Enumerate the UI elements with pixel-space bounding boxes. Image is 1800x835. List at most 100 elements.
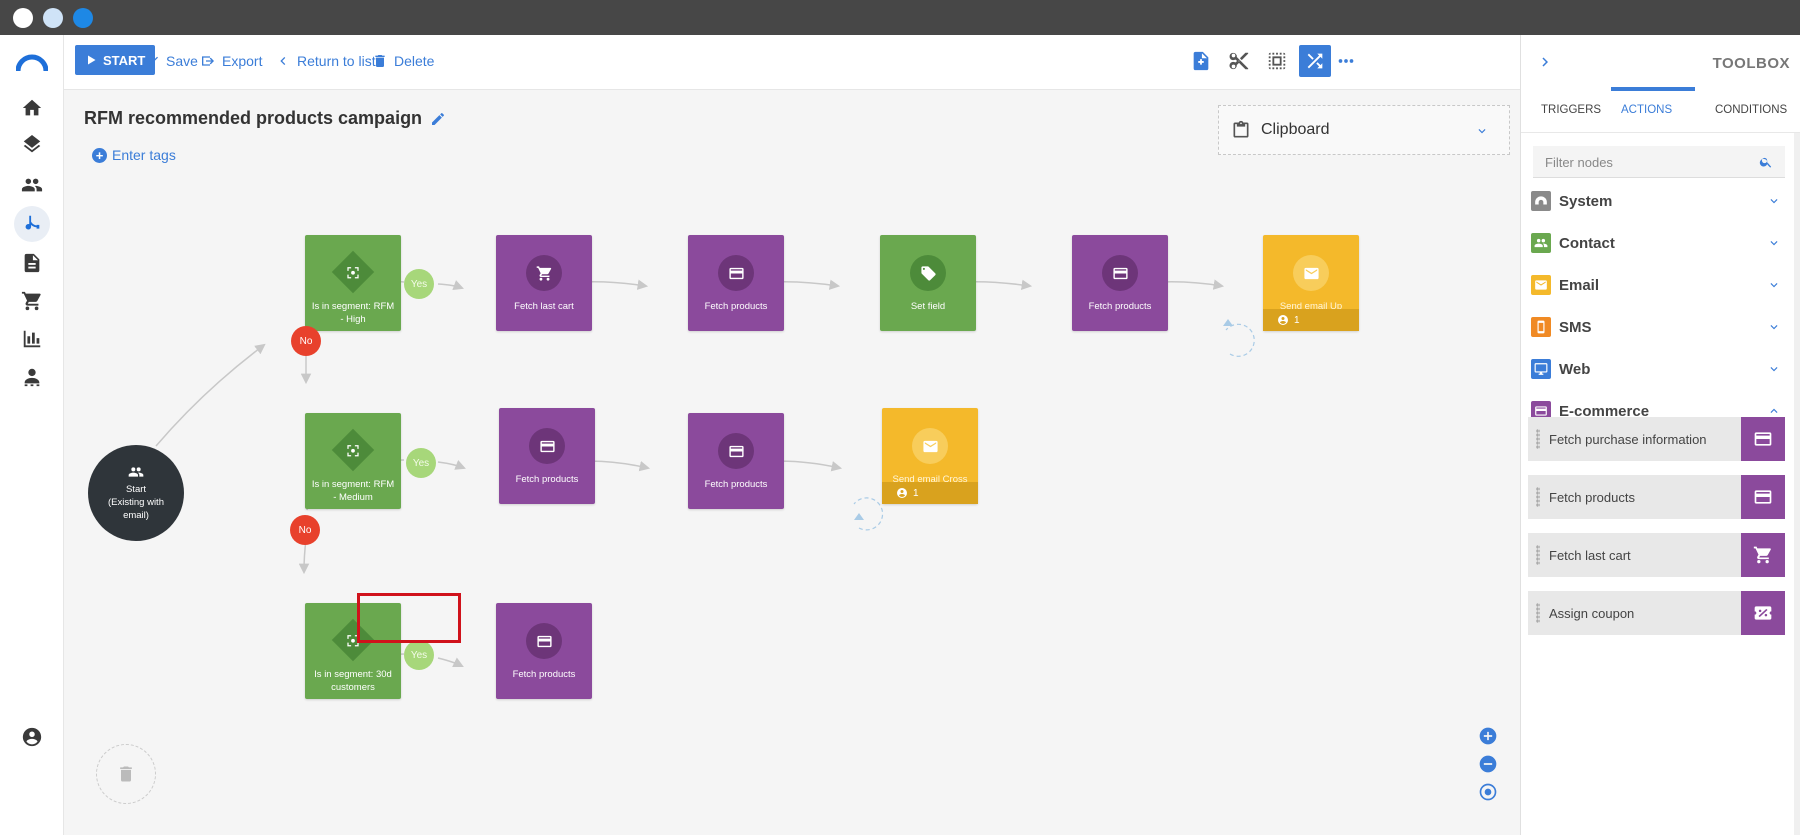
tab-triggers[interactable]: TRIGGERS — [1541, 104, 1602, 116]
contact-count: 1 — [882, 482, 978, 504]
toolbox-title: TOOLBOX — [1712, 55, 1790, 72]
chevron-down-icon — [1767, 278, 1781, 292]
export-icon — [202, 56, 214, 66]
action-node-send-email-upsell[interactable]: Send email Up Selling 1 — [1263, 235, 1359, 331]
system-icon — [1531, 191, 1551, 211]
action-node-fetch-products[interactable]: Fetch products — [499, 408, 595, 504]
window-minimize-dot[interactable] — [43, 8, 63, 28]
zoom-out-icon[interactable] — [1477, 753, 1499, 775]
layers-icon[interactable] — [14, 128, 50, 164]
workflow-canvas[interactable]: RFM recommended products campaign + Ente… — [64, 90, 1520, 835]
yes-branch-badge[interactable]: Yes — [404, 640, 434, 670]
chevron-down-icon — [1767, 320, 1781, 334]
enter-tags-link[interactable]: + Enter tags — [92, 147, 176, 163]
chevron-left-icon — [280, 57, 286, 65]
start-button[interactable]: START — [75, 45, 156, 75]
trash-icon — [120, 766, 132, 782]
toolbox-scrollbar[interactable] — [1794, 133, 1800, 835]
window-maximize-dot[interactable] — [73, 8, 93, 28]
action-node-fetch-products[interactable]: Fetch products — [1072, 235, 1168, 331]
auto-layout-icon[interactable] — [1299, 45, 1331, 77]
start-node[interactable]: Start (Existing with email) — [88, 445, 184, 541]
cart-icon — [1741, 533, 1785, 577]
home-icon[interactable] — [14, 90, 50, 126]
connection-lines — [155, 279, 1255, 667]
action-node-set-field[interactable]: Set field — [880, 235, 976, 331]
toolbox-tabs: TRIGGERS ACTIONS CONDITIONS — [1521, 87, 1800, 133]
workflow-icon[interactable] — [14, 206, 50, 242]
chevron-up-icon — [1767, 404, 1781, 418]
chevron-down-icon — [1767, 362, 1781, 376]
chevron-down-icon — [1767, 194, 1781, 208]
yes-branch-badge[interactable]: Yes — [404, 269, 434, 299]
window-close-dot[interactable] — [13, 8, 33, 28]
admin-icon[interactable] — [14, 359, 50, 395]
trash-drop-zone[interactable] — [96, 744, 156, 804]
mail-icon — [1293, 255, 1329, 291]
drag-handle-icon[interactable] — [1536, 429, 1540, 449]
action-node-send-email-cross-selling[interactable]: Send email Cross Selling 1 — [882, 408, 978, 504]
toolbox-item-fetch-products[interactable]: Fetch products — [1528, 475, 1785, 519]
action-node-fetch-products[interactable]: Fetch products — [688, 413, 784, 509]
clipboard-dropdown[interactable]: Clipboard — [1218, 105, 1510, 155]
campaign-title: RFM recommended products campaign — [84, 108, 446, 129]
editor-toolbar: START Save Export Return to list Delete — [64, 35, 1520, 90]
toolbox-item-fetch-purchase-information[interactable]: Fetch purchase information — [1528, 417, 1785, 461]
action-node-fetch-products[interactable]: Fetch products — [688, 235, 784, 331]
app-logo-icon[interactable] — [16, 53, 48, 73]
document-icon[interactable] — [14, 245, 50, 281]
return-to-list-button[interactable]: Return to list — [275, 45, 376, 77]
category-contact[interactable]: Contact — [1531, 228, 1781, 258]
no-branch-badge[interactable]: No — [290, 515, 320, 545]
active-tab-indicator — [1611, 87, 1695, 91]
toolbox-item-fetch-last-cart[interactable]: Fetch last cart — [1528, 533, 1785, 577]
filter-nodes-input[interactable]: Filter nodes — [1533, 146, 1785, 178]
no-branch-badge[interactable]: No — [291, 326, 321, 356]
category-email[interactable]: Email — [1531, 270, 1781, 300]
chevron-down-icon — [1478, 129, 1486, 134]
more-options-icon[interactable] — [1330, 45, 1362, 77]
tab-actions[interactable]: ACTIONS — [1621, 104, 1673, 116]
condition-node-rfm-medium[interactable]: Is in segment: RFM - Medium — [305, 413, 401, 509]
category-web[interactable]: Web — [1531, 354, 1781, 384]
trash-icon — [375, 55, 385, 67]
category-sms[interactable]: SMS — [1531, 312, 1781, 342]
segment-icon — [331, 618, 375, 662]
clipboard-icon — [1233, 120, 1249, 138]
add-node-icon[interactable] — [1185, 45, 1217, 77]
tab-conditions[interactable]: CONDITIONS — [1715, 104, 1788, 116]
center-view-icon[interactable] — [1477, 781, 1499, 803]
zoom-in-icon[interactable] — [1477, 725, 1499, 747]
toolbox-panel: TOOLBOX TRIGGERS ACTIONS CONDITIONS Filt… — [1520, 35, 1800, 835]
save-button[interactable]: Save — [144, 45, 198, 77]
play-icon — [88, 55, 96, 65]
action-node-fetch-last-cart[interactable]: Fetch last cart — [496, 235, 592, 331]
action-node-fetch-products[interactable]: Fetch products — [496, 603, 592, 699]
scissors-icon[interactable] — [1223, 45, 1255, 77]
monitor-icon — [1531, 359, 1551, 379]
contacts-icon[interactable] — [14, 167, 50, 203]
select-area-icon[interactable] — [1261, 45, 1293, 77]
mail-icon — [912, 428, 948, 464]
user-account-icon[interactable] — [14, 719, 50, 755]
yes-branch-badge[interactable]: Yes — [406, 448, 436, 478]
condition-node-rfm-high[interactable]: Is in segment: RFM - High — [305, 235, 401, 331]
user-circle-icon — [897, 488, 907, 498]
reports-icon[interactable] — [14, 321, 50, 357]
export-button[interactable]: Export — [200, 45, 262, 77]
check-icon — [146, 56, 158, 66]
drag-handle-icon[interactable] — [1536, 545, 1540, 565]
drag-handle-icon[interactable] — [1536, 487, 1540, 507]
search-icon — [1759, 157, 1772, 168]
credit-card-icon — [1102, 255, 1138, 291]
category-system[interactable]: System — [1531, 186, 1781, 216]
cart-icon[interactable] — [14, 283, 50, 319]
drag-handle-icon[interactable] — [1536, 603, 1540, 623]
toolbox-item-assign-coupon[interactable]: Assign coupon — [1528, 591, 1785, 635]
collapse-toolbox-icon[interactable] — [1536, 53, 1554, 71]
delete-button[interactable]: Delete — [372, 45, 434, 77]
contacts-icon — [1531, 233, 1551, 253]
edit-pencil-icon[interactable] — [430, 111, 446, 127]
condition-node-30d-customers[interactable]: Is in segment: 30d customers — [305, 603, 401, 699]
category-ecommerce[interactable]: E-commerce — [1531, 396, 1781, 426]
